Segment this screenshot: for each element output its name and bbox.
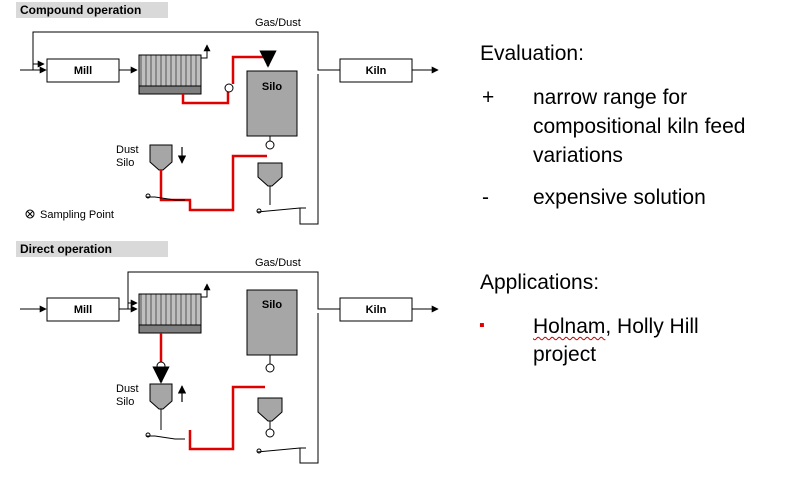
silo-label: Silo xyxy=(262,299,282,311)
applications-title: Applications: xyxy=(480,271,600,294)
compound-operation-header: Compound operation xyxy=(16,2,168,18)
eval-item-1-line-3: variations xyxy=(533,144,623,167)
filter-unit xyxy=(138,54,202,92)
kiln-label: Kiln xyxy=(366,304,387,316)
silo xyxy=(246,289,298,356)
gas-dust-line xyxy=(127,271,340,310)
dust-silo-label-1: Dust xyxy=(116,383,139,395)
dust-silo-label-1: Dust xyxy=(116,144,139,156)
red-flow-filter xyxy=(181,92,230,105)
sampling-valve xyxy=(224,83,234,93)
compound-diagram: Gas/Dust Mill Silo Dust Silo xyxy=(20,17,439,225)
kiln-feed-line xyxy=(299,74,319,225)
silo-label: Silo xyxy=(262,81,282,93)
eval-item-2-line-1: expensive solution xyxy=(533,186,706,209)
eval-item-1-line-1: narrow range for xyxy=(533,86,688,109)
eval-item-1-line-2: compositional kiln feed xyxy=(533,115,746,138)
kiln-feed-line xyxy=(299,313,319,464)
conveyor-1 xyxy=(146,196,185,201)
sampling-point-label: Sampling Point xyxy=(40,209,114,221)
filter-hopper xyxy=(138,85,202,95)
kiln-label: Kiln xyxy=(366,65,387,77)
gas-dust-line xyxy=(32,31,340,71)
red-flow-dust xyxy=(188,385,265,451)
evaluation-title: Evaluation: xyxy=(480,42,584,65)
app-item-1-line-2: project xyxy=(533,343,597,366)
filter-hopper xyxy=(138,324,202,334)
dust-silo xyxy=(149,383,173,410)
plus-bullet: + xyxy=(482,86,495,109)
weigh-bin xyxy=(257,162,283,187)
bin-valve xyxy=(265,428,275,438)
conveyor-2 xyxy=(256,447,306,453)
filter-exhaust-arrow xyxy=(201,44,211,59)
red-flow-dust xyxy=(159,154,267,212)
dust-silo xyxy=(149,144,173,171)
silo-outlet-valve xyxy=(265,363,275,373)
mill-label: Mill xyxy=(74,65,92,77)
gas-dust-label: Gas/Dust xyxy=(255,257,301,269)
silo xyxy=(246,70,298,137)
conveyor-1 xyxy=(146,435,185,440)
conveyor-2 xyxy=(256,207,306,213)
filter-exhaust-arrow xyxy=(201,283,211,298)
square-bullet: ▪ xyxy=(479,317,485,334)
minus-bullet: - xyxy=(482,186,489,209)
dust-silo-label-2: Silo xyxy=(116,157,134,169)
filter-unit xyxy=(138,293,202,331)
process-diagrams: Gas/Dust Mill Silo Dust Silo xyxy=(20,17,439,464)
dust-silo-label-2: Silo xyxy=(116,396,134,408)
gas-dust-label: Gas/Dust xyxy=(255,17,301,29)
mill-label: Mill xyxy=(74,304,92,316)
sampling-valve xyxy=(156,361,166,371)
holnam-text: Holnam xyxy=(533,315,606,338)
red-flow-to-silo xyxy=(231,50,277,84)
app-item-1-line-1: Holnam, Holly Hill xyxy=(533,315,699,339)
weigh-bin xyxy=(257,397,283,422)
direct-diagram: Gas/Dust Mill Silo Dust Silo Kiln xyxy=(20,257,439,464)
direct-operation-header: Direct operation xyxy=(16,241,168,257)
silo-outlet-valve xyxy=(265,140,275,150)
holly-hill-text: , Holly Hill xyxy=(605,315,699,338)
